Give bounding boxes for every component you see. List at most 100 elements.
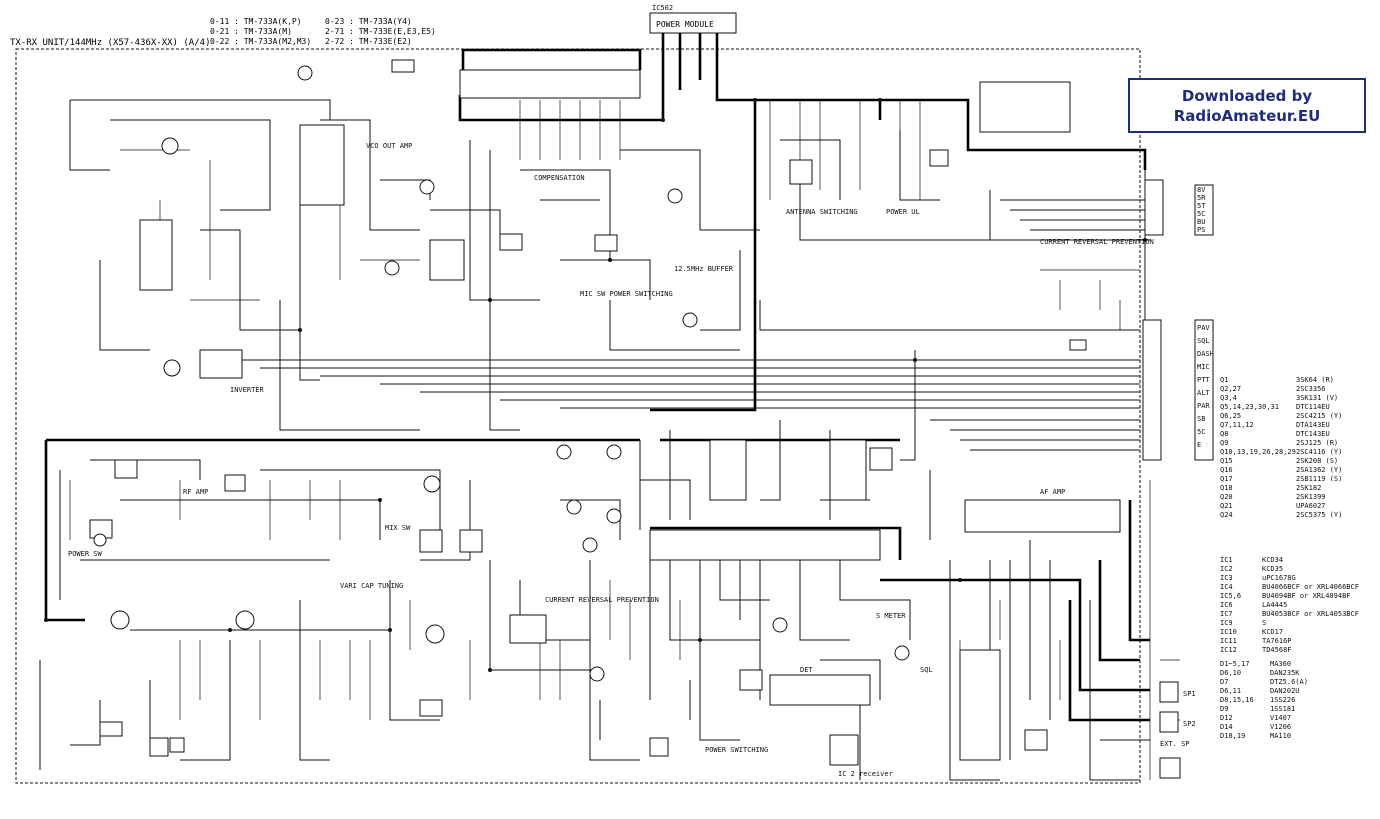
pin-label: E bbox=[1197, 441, 1201, 449]
part-ref: Q1 bbox=[1220, 376, 1228, 384]
part-ref: IC10 bbox=[1220, 628, 1237, 636]
part-ref: Q8 bbox=[1220, 430, 1228, 438]
part-ref: D1~5,17 bbox=[1220, 660, 1250, 668]
part-number: DTA143EU bbox=[1296, 421, 1330, 429]
part-number: 2SB1119 (S) bbox=[1296, 475, 1342, 483]
part-ref: D6,10 bbox=[1220, 669, 1241, 677]
pin-label: SQL bbox=[1197, 337, 1210, 345]
variant-label: 0-23 : TM-733A(Y4) bbox=[325, 17, 412, 26]
pin-label: PAR bbox=[1197, 402, 1210, 410]
part-ref: D18,19 bbox=[1220, 732, 1245, 740]
header: TX-RX UNIT/144MHz (X57-436X-XX) (A/4) 0-… bbox=[10, 17, 436, 48]
part-ref: Q21 bbox=[1220, 502, 1233, 510]
label-mixer: MIX SW bbox=[385, 524, 411, 532]
ic502-label: IC502 bbox=[652, 4, 673, 12]
label-detector: DET bbox=[800, 666, 813, 674]
part-ref: Q2,27 bbox=[1220, 385, 1241, 393]
transistor-list: Q1 3SK64 (R) Q2,27 2SC3356 Q3,4 3SK131 (… bbox=[1220, 376, 1342, 519]
pin-label: PS bbox=[1197, 226, 1205, 234]
pin-label: SB bbox=[1197, 415, 1205, 423]
pin-label: 8V bbox=[1197, 186, 1206, 194]
part-number: DTC143EU bbox=[1296, 430, 1330, 438]
label-ic2-receiver: IC 2 receiver bbox=[838, 770, 893, 778]
block-labels: VCO OUT AMP INVERTER COMPENSATION ANTENN… bbox=[68, 142, 1154, 778]
label-antenna-switching: ANTENNA SWITCHING bbox=[786, 208, 858, 216]
part-number: S bbox=[1262, 619, 1266, 627]
part-number: 3SK131 (V) bbox=[1296, 394, 1338, 402]
part-ref: IC1 bbox=[1220, 556, 1233, 564]
part-ref: IC6 bbox=[1220, 601, 1233, 609]
part-number: DAN235K bbox=[1270, 669, 1300, 677]
part-number: UPA6027 bbox=[1296, 502, 1326, 510]
part-ref: D6,11 bbox=[1220, 687, 1241, 695]
part-number: DTC114EU bbox=[1296, 403, 1330, 411]
part-number: BU4094BF or XRL4094BF bbox=[1262, 592, 1351, 600]
variant-label: 0-11 : TM-733A(K,P) bbox=[210, 17, 302, 26]
secondary-wiring bbox=[69, 100, 1180, 780]
label-current-reversal-2: CURRENT REVERSAL PREVENTION bbox=[545, 596, 659, 604]
part-number: KCD34 bbox=[1262, 556, 1283, 564]
pin-label: ALT bbox=[1197, 389, 1210, 397]
label-af-amp: AF AMP bbox=[1040, 488, 1065, 496]
label-power-switching: POWER SWITCHING bbox=[705, 746, 768, 754]
transistors bbox=[93, 65, 910, 682]
part-number: 2SC4116 (Y) bbox=[1296, 448, 1342, 456]
part-ref: IC4 bbox=[1220, 583, 1233, 591]
part-ref: IC7 bbox=[1220, 610, 1233, 618]
part-number: BU4066BCF or XRL4066BCF bbox=[1262, 583, 1359, 591]
pin-label: 5R bbox=[1197, 194, 1206, 202]
output-label: EXT. SP bbox=[1160, 740, 1190, 748]
wiring bbox=[39, 99, 1155, 781]
part-ref: D8,15,16 bbox=[1220, 696, 1254, 704]
schematic-title: TX-RX UNIT/144MHz (X57-436X-XX) (A/4) bbox=[10, 38, 210, 48]
part-number: 2SA1362 (Y) bbox=[1296, 466, 1342, 474]
part-number: 2SC4215 (Y) bbox=[1296, 412, 1342, 420]
part-ref: Q20 bbox=[1220, 493, 1233, 501]
connector-cn-top: 8V 5R 5T 5C BU PS bbox=[1197, 186, 1206, 234]
label-rf-amp: RF AMP bbox=[183, 488, 208, 496]
part-number: 2SK182 bbox=[1296, 484, 1321, 492]
part-number: 1SS226 bbox=[1270, 696, 1295, 704]
connector-outputs: SP1 SP2 EXT. SP bbox=[1160, 690, 1196, 748]
part-ref: Q7,11,12 bbox=[1220, 421, 1254, 429]
part-ref: D12 bbox=[1220, 714, 1233, 722]
watermark-line2: RadioAmateur.EU bbox=[1173, 106, 1321, 125]
part-number: 2SJ125 (R) bbox=[1296, 439, 1338, 447]
part-number: DAN202U bbox=[1270, 687, 1300, 695]
part-number: KCD35 bbox=[1262, 565, 1283, 573]
part-ref: Q5,14,23,30,31 bbox=[1220, 403, 1279, 411]
part-ref: Q15 bbox=[1220, 457, 1233, 465]
part-ref: Q16 bbox=[1220, 466, 1233, 474]
power-rails bbox=[44, 48, 1150, 722]
part-number: 2SK1399 bbox=[1296, 493, 1326, 501]
part-number: MA110 bbox=[1270, 732, 1291, 740]
part-number: V1407 bbox=[1270, 714, 1291, 722]
part-ref: Q3,4 bbox=[1220, 394, 1237, 402]
label-power-sw: POWER SW bbox=[68, 550, 103, 558]
part-number: MA360 bbox=[1270, 660, 1291, 668]
part-ref: D14 bbox=[1220, 723, 1233, 731]
components bbox=[89, 59, 1214, 779]
pin-label: PAV bbox=[1197, 324, 1210, 332]
part-ref: Q24 bbox=[1220, 511, 1233, 519]
part-number: 2SK208 (S) bbox=[1296, 457, 1338, 465]
variant-label: 2-72 : TM-733E(E2) bbox=[325, 37, 412, 46]
part-number: DTZ5.6(A) bbox=[1270, 678, 1308, 686]
part-number: KCD17 bbox=[1262, 628, 1283, 636]
download-watermark: Downloaded by RadioAmateur.EU bbox=[1128, 78, 1366, 133]
part-ref: Q17 bbox=[1220, 475, 1233, 483]
label-s-meter: S METER bbox=[876, 612, 906, 620]
part-number: 1SS181 bbox=[1270, 705, 1295, 713]
power-module: IC502 POWER MODULE bbox=[649, 4, 737, 120]
pin-label: 5C bbox=[1197, 210, 1205, 218]
diode-list: D1~5,17 MA360 D6,10 DAN235K D7 DTZ5.6(A)… bbox=[1220, 660, 1308, 740]
watermark-line1: Downloaded by bbox=[1181, 86, 1313, 105]
pin-label: DASH bbox=[1197, 350, 1214, 358]
connector-cn-right: PAV SQL DASH MIC PTT ALT PAR SB 5C E bbox=[1197, 324, 1214, 449]
part-number: V1206 bbox=[1270, 723, 1291, 731]
part-ref: Q10,13,19,26,28,29 bbox=[1220, 448, 1296, 456]
part-ref: Q6,25 bbox=[1220, 412, 1241, 420]
variant-label: 0-22 : TM-733A(M2,M3) bbox=[210, 37, 311, 46]
power-module-label: POWER MODULE bbox=[656, 20, 714, 29]
output-label: SP2 bbox=[1183, 720, 1196, 728]
